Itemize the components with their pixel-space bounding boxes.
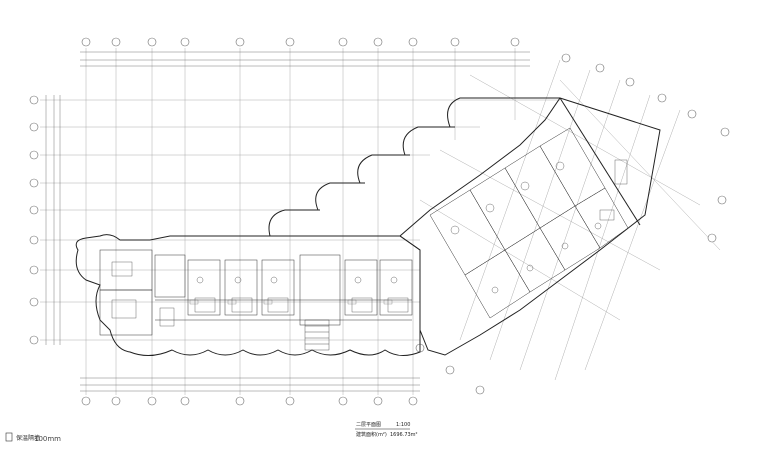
- left-wing-stair: [304, 319, 330, 351]
- room-tags: [189, 299, 393, 305]
- right-wing-rooms: [429, 127, 629, 319]
- title-block: 二层平面图 1:100 建筑面积(m²) 1696.73m²: [355, 422, 418, 438]
- right-wing-grid: [419, 59, 721, 381]
- left-wing-rooms: [99, 249, 413, 336]
- right-wing-fixtures: [450, 159, 628, 294]
- left-axis-bubbles: [29, 95, 39, 345]
- legend-label: 保温隔墙: [16, 434, 40, 442]
- left-wing-outline: [75, 234, 421, 356]
- top-dimension-lines: [80, 51, 530, 67]
- legend-value: 100mm: [34, 435, 61, 443]
- stepped-balconies: [268, 97, 560, 237]
- left-dimension-lines: [45, 95, 61, 345]
- left-wing-fixtures: [111, 261, 409, 327]
- legend-swatch: [5, 432, 13, 442]
- right-wing-bubbles: [415, 53, 730, 395]
- drawing-title-scale: 1:100: [396, 422, 410, 428]
- area-label: 建筑面积(m²): [356, 431, 387, 438]
- left-axis-grid: [40, 99, 560, 341]
- right-wing-outline: [399, 97, 661, 356]
- drawing-title: 二层平面图: [356, 422, 381, 428]
- top-axis-bubbles: [81, 37, 520, 47]
- bottom-dimension-lines: [80, 377, 420, 392]
- area-value: 1696.73m²: [390, 432, 418, 438]
- bottom-axis-bubbles: [81, 396, 418, 406]
- legend: 保温隔墙 100mm: [5, 432, 61, 443]
